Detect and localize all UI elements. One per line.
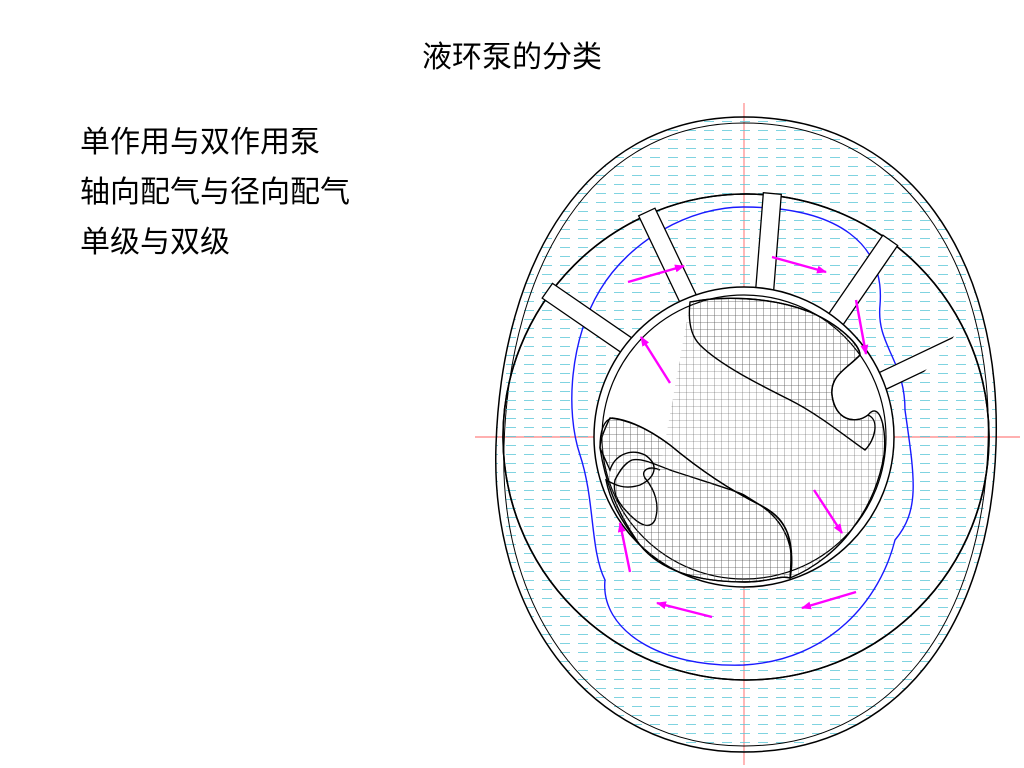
flow-arrow [801, 590, 857, 610]
bullet-list: 单作用与双作用泵 轴向配气与径向配气 单级与双级 [80, 118, 350, 268]
distributor [599, 297, 886, 583]
flow-arrow [639, 336, 672, 384]
liquid-ring-boundary [571, 206, 914, 666]
flow-arrows [617, 255, 869, 619]
flow-arrow [812, 489, 844, 534]
liquid-ring-pump-diagram [475, 103, 1020, 765]
flow-arrow [656, 601, 713, 619]
slide-title: 液环泵的分类 [422, 40, 602, 75]
flow-arrow [854, 299, 869, 355]
flow-arrow [617, 522, 632, 573]
flow-arrow [627, 264, 685, 284]
casing-inner-line [503, 122, 989, 747]
bullet-item-stage: 单级与双级 [80, 225, 230, 260]
bullet-item-action-type: 单作用与双作用泵 [80, 125, 320, 160]
flow-arrow [771, 255, 827, 274]
impeller-rim [502, 193, 990, 681]
bullet-item-gas-distribution: 轴向配气与径向配气 [80, 175, 350, 210]
